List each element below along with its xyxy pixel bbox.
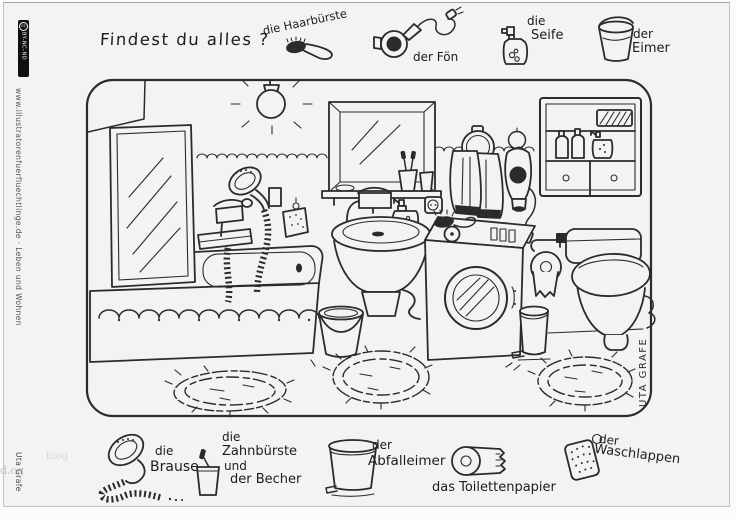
watermark-fragment-2: blog bbox=[46, 451, 69, 462]
vocab-label-becher: der Becher bbox=[230, 472, 302, 487]
vocab-label-abfalleimer-article: der bbox=[372, 438, 392, 452]
vocab-label-brause: Brause bbox=[150, 459, 199, 475]
vocab-label-und: und bbox=[224, 459, 247, 473]
vocab-label-eimer: Eimer bbox=[632, 41, 670, 56]
bath-mat-center bbox=[322, 345, 433, 410]
hairbrush-on-machine bbox=[433, 209, 477, 228]
tub-faucet bbox=[197, 198, 253, 303]
hanging-washcloth bbox=[282, 197, 309, 238]
vocab-label-brause-article: die bbox=[155, 444, 174, 458]
wall-mirror bbox=[328, 101, 436, 193]
toothbrush-cup-icon bbox=[196, 449, 220, 496]
hairbrush-icon bbox=[286, 36, 333, 60]
soap-dispenser-icon bbox=[501, 26, 529, 65]
vocab-label-abfalleimer: Abfalleimer bbox=[368, 453, 446, 469]
vocab-label-zahnbuerste: Zahnbürste bbox=[222, 444, 298, 459]
vocab-label-foen: der Fön bbox=[413, 50, 459, 64]
hand-shower-icon bbox=[98, 433, 183, 503]
toilet-paper-holder bbox=[530, 236, 562, 298]
toilet bbox=[556, 228, 656, 351]
worksheet-title: Findest du alles ? bbox=[99, 30, 270, 49]
bucket-in-scene bbox=[318, 305, 364, 358]
artist-signature: UTA GRAFE bbox=[638, 338, 649, 407]
toilet-paper-icon bbox=[451, 446, 506, 476]
toothbrush-cups-on-shelf bbox=[398, 150, 434, 192]
pedal-bin-icon bbox=[325, 439, 378, 497]
power-outlet bbox=[424, 196, 443, 214]
vocab-label-seife-article: die bbox=[527, 14, 546, 28]
room-corner bbox=[87, 80, 146, 133]
washcloth-icon bbox=[564, 433, 603, 481]
bath-mat-left bbox=[164, 365, 295, 418]
vocab-label-zahnbuerste-article: die bbox=[222, 430, 241, 444]
cc-logo-icon: cc bbox=[19, 22, 28, 31]
cc-license-text: BY-NC-ND bbox=[20, 32, 27, 61]
vocab-label-seife: Seife bbox=[531, 28, 564, 43]
bath-mat-right bbox=[527, 349, 636, 412]
bucket-icon bbox=[598, 16, 634, 62]
wall-cabinet bbox=[539, 97, 642, 197]
watermark-fragment: d.og bbox=[0, 464, 25, 477]
hairdryer-icon bbox=[373, 6, 464, 58]
ceiling-lamp bbox=[230, 79, 313, 135]
cc-license-badge: cc BY-NC-ND bbox=[18, 20, 29, 77]
vocab-label-toilettenpapier: das Toilettenpapier bbox=[432, 480, 556, 495]
scene-illustration: UTA GRAFE bbox=[85, 78, 656, 418]
pedal-bin bbox=[511, 305, 551, 361]
bathtub bbox=[89, 245, 324, 363]
towel-ring-with-towels bbox=[449, 125, 504, 219]
credit-url-vertical: www.illustratorenfuerfluechtlinge.de · L… bbox=[14, 88, 23, 326]
sink bbox=[331, 216, 431, 320]
scene-frame bbox=[85, 78, 653, 418]
floor-marks bbox=[310, 359, 521, 371]
vocab-label-eimer-article: der bbox=[633, 27, 653, 41]
author-credit: Uta Grafe bbox=[14, 452, 23, 492]
shower-screen bbox=[109, 124, 196, 288]
shower-hose bbox=[223, 247, 233, 303]
hand-shower bbox=[228, 166, 282, 293]
washing-machine bbox=[424, 209, 536, 361]
